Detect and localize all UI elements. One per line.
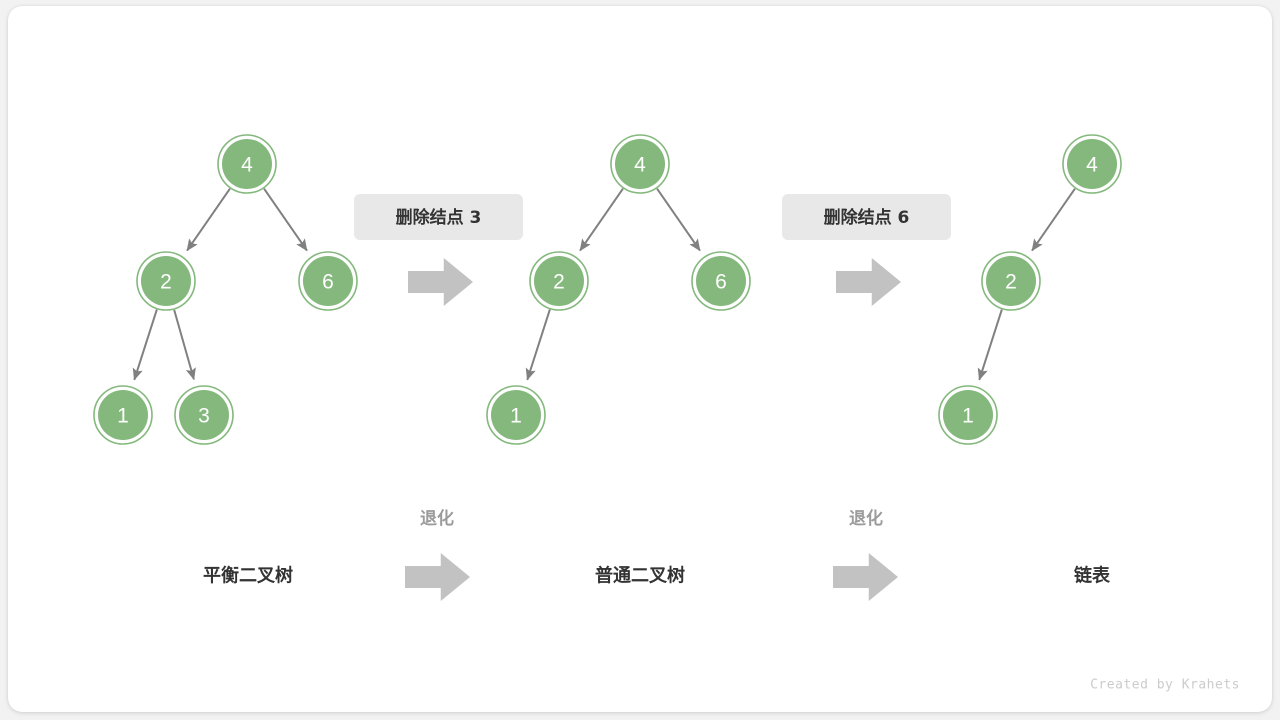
tree-node-circle <box>534 256 584 306</box>
tree-node[interactable]: 2 <box>981 251 1041 311</box>
tree-node-value: 1 <box>510 405 522 428</box>
tree-nodes-layer: 4 2 6 1 3 4 2 6 1 4 2 1 <box>93 134 1122 445</box>
tree-node-circle <box>986 256 1036 306</box>
tree-node[interactable]: 2 <box>136 251 196 311</box>
transition-block-arrow <box>408 258 473 306</box>
tree-node-value: 6 <box>715 271 727 294</box>
degeneration-block-arrow <box>405 553 470 601</box>
tree-node-circle <box>1067 139 1117 189</box>
operation-chip-background <box>354 194 523 240</box>
tree-edge <box>173 309 196 381</box>
tree-edge <box>656 188 701 252</box>
tree-node-circle <box>222 139 272 189</box>
tree-node[interactable]: 4 <box>217 134 277 194</box>
tree-node-circle <box>696 256 746 306</box>
credit-text: Created by Krahets <box>1090 678 1240 693</box>
tree-node-circle <box>98 390 148 440</box>
operation-chip-label: 删除结点 3 <box>396 207 482 228</box>
transition-label: 退化 <box>420 508 454 529</box>
tree-node-circle <box>943 390 993 440</box>
tree-edge <box>1031 188 1076 252</box>
tree-node[interactable]: 3 <box>174 385 234 445</box>
diagram-card <box>8 6 1272 712</box>
tree-node-circle <box>141 256 191 306</box>
tree-node[interactable]: 2 <box>529 251 589 311</box>
tree-node-value: 4 <box>634 154 646 177</box>
tree-node-value: 6 <box>322 271 334 294</box>
tree-edge <box>977 309 1003 381</box>
tree-edges-layer <box>132 188 1076 381</box>
tree-node-value: 3 <box>198 405 210 428</box>
tree-node[interactable]: 1 <box>486 385 546 445</box>
tree-node-value: 4 <box>1086 154 1098 177</box>
tree-node[interactable]: 1 <box>938 385 998 445</box>
operation-chips-layer: 删除结点 3 删除结点 6 <box>354 194 951 240</box>
tree-edge <box>132 309 158 381</box>
stage-labels-layer: 平衡二叉树 普通二叉树 链表 退化 退化 <box>203 508 1111 587</box>
operation-chip-background <box>782 194 951 240</box>
transition-block-arrow <box>836 258 901 306</box>
operation-chip: 删除结点 6 <box>782 194 951 240</box>
tree-node[interactable]: 4 <box>1062 134 1122 194</box>
tree-edge <box>186 188 231 252</box>
stage-label: 普通二叉树 <box>595 565 685 587</box>
tree-node[interactable]: 6 <box>298 251 358 311</box>
tree-edge <box>263 188 308 252</box>
tree-node-circle <box>179 390 229 440</box>
tree-edge <box>579 188 624 252</box>
block-arrows-layer <box>405 258 901 601</box>
tree-node[interactable]: 6 <box>691 251 751 311</box>
degeneration-block-arrow <box>833 553 898 601</box>
tree-edge <box>525 309 551 381</box>
tree-node[interactable]: 4 <box>610 134 670 194</box>
tree-node[interactable]: 1 <box>93 385 153 445</box>
tree-node-value: 1 <box>117 405 129 428</box>
stage-label: 平衡二叉树 <box>203 565 293 587</box>
operation-chip-label: 删除结点 6 <box>824 207 910 228</box>
tree-node-value: 2 <box>1005 271 1017 294</box>
tree-node-value: 2 <box>160 271 172 294</box>
tree-node-circle <box>303 256 353 306</box>
tree-node-circle <box>615 139 665 189</box>
stage-label: 链表 <box>1074 565 1111 587</box>
tree-node-value: 2 <box>553 271 565 294</box>
tree-node-circle <box>491 390 541 440</box>
tree-node-value: 4 <box>241 154 253 177</box>
operation-chip: 删除结点 3 <box>354 194 523 240</box>
transition-label: 退化 <box>849 508 883 529</box>
tree-node-value: 1 <box>962 405 974 428</box>
